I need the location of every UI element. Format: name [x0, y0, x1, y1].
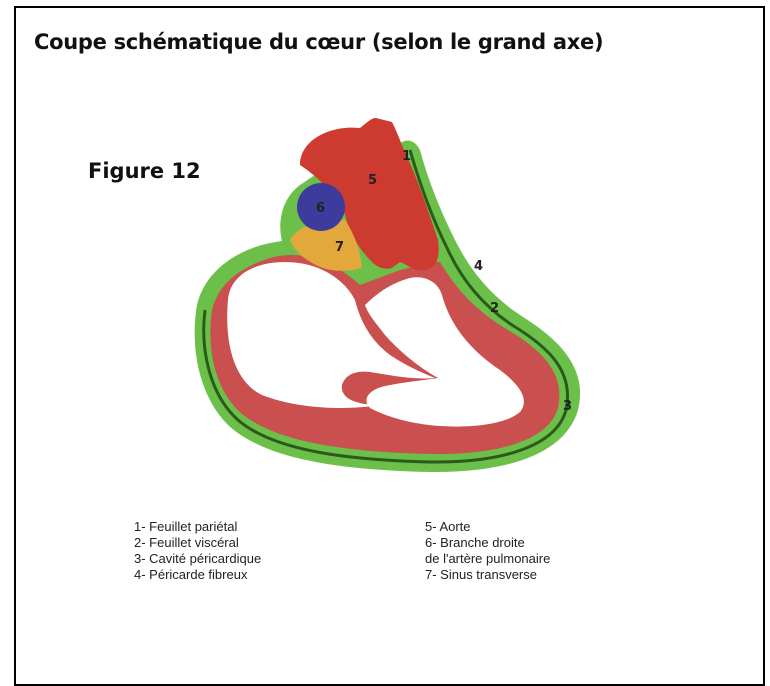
legend-right: 5- Aorte 6- Branche droite de l'artère p… — [425, 519, 550, 583]
marker-7: 7 — [335, 240, 344, 255]
legend-item: 6- Branche droite — [425, 535, 550, 551]
legend-item: 2- Feuillet viscéral — [134, 535, 261, 551]
legend-left: 1- Feuillet pariétal 2- Feuillet viscéra… — [134, 519, 261, 583]
legend-item: 1- Feuillet pariétal — [134, 519, 261, 535]
marker-3: 3 — [563, 399, 572, 414]
marker-6: 6 — [316, 201, 325, 216]
marker-1: 1 — [402, 149, 411, 164]
heart-diagram: 1 5 6 7 4 2 3 — [0, 0, 770, 662]
legend-item: 3- Cavité péricardique — [134, 551, 261, 567]
legend-item: 4- Péricarde fibreux — [134, 567, 261, 583]
legend-item: 5- Aorte — [425, 519, 550, 535]
marker-5: 5 — [368, 173, 377, 188]
marker-2: 2 — [490, 301, 499, 316]
marker-4: 4 — [474, 259, 483, 274]
legend-item: 7- Sinus transverse — [425, 567, 550, 583]
legend-item: de l'artère pulmonaire — [425, 551, 550, 567]
